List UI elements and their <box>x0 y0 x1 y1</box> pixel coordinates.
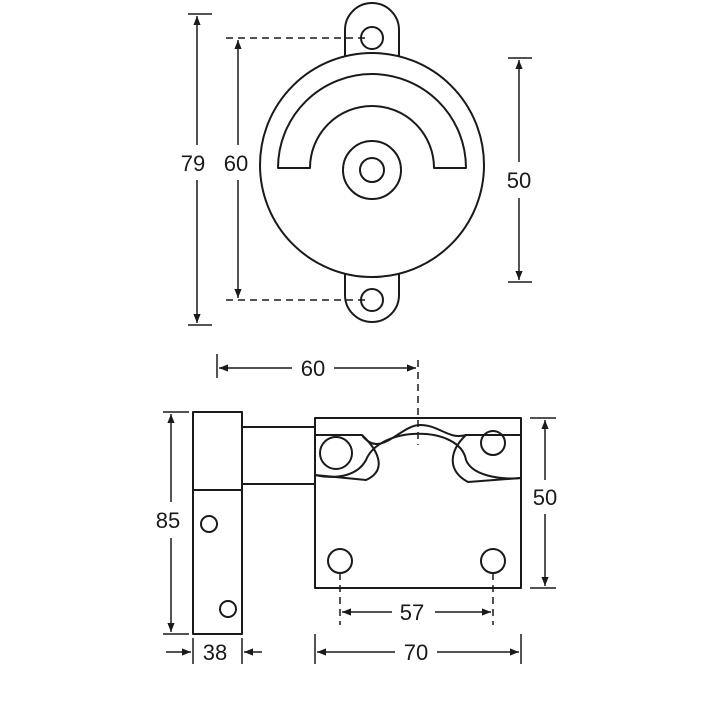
flange-upper-hole <box>200 515 218 533</box>
dimension-50-side: 50 <box>530 417 557 589</box>
cam-outline <box>314 432 522 480</box>
dimension-label-79: 79 <box>181 151 205 176</box>
indicator-arc-slot <box>277 73 467 169</box>
dimension-50-top: 50 <box>507 57 532 283</box>
dimension-label-50-top: 50 <box>507 168 531 193</box>
dimension-70: 70 <box>314 634 522 665</box>
dimension-label-70: 70 <box>404 640 428 665</box>
round-body <box>259 52 485 278</box>
connecting-arm <box>241 426 316 485</box>
side-view: 60 85 50 57 <box>156 354 557 665</box>
spindle-boss <box>342 140 402 200</box>
dimension-label-60-horizontal: 60 <box>301 356 325 381</box>
dimension-60-horizontal: 60 <box>216 354 419 445</box>
top-lug <box>344 2 400 66</box>
dimension-60-vertical: 60 <box>224 37 370 301</box>
dimension-57: 57 <box>339 573 494 625</box>
upper-right-hole <box>480 430 506 456</box>
top-view: 79 60 50 <box>181 2 532 326</box>
dimension-label-50-side: 50 <box>533 485 557 510</box>
spindle-hole <box>359 157 385 183</box>
cam-curve <box>361 424 467 445</box>
dimension-label-60-vertical: 60 <box>224 151 248 176</box>
dimension-label-57: 57 <box>400 600 424 625</box>
dimension-79: 79 <box>181 13 212 326</box>
dimension-label-85: 85 <box>156 508 180 533</box>
dimension-85: 85 <box>156 411 189 635</box>
upper-left-hole <box>319 436 353 470</box>
dimension-38: 38 <box>166 638 262 665</box>
flange-lower-hole <box>219 600 237 618</box>
dimension-label-38: 38 <box>203 640 227 665</box>
